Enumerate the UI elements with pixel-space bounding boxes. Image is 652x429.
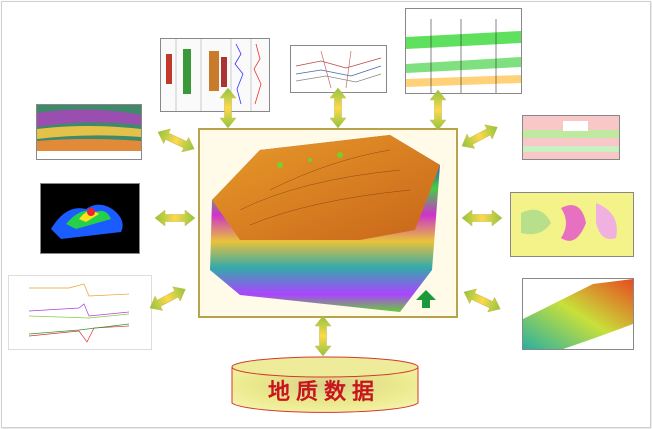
seismic-section: [36, 104, 142, 160]
attribute-map-yellow: [510, 192, 634, 257]
3d-geological-model: [198, 128, 458, 318]
double-arrow-icon: [145, 281, 190, 316]
double-arrow-icon: [219, 87, 237, 129]
cross-section-lines: [290, 45, 387, 93]
double-arrow-icon: [154, 209, 196, 227]
double-arrow-icon: [461, 209, 503, 227]
double-arrow-icon: [154, 124, 198, 157]
double-arrow-icon: [460, 284, 504, 317]
double-arrow-icon: [314, 315, 332, 357]
double-arrow-icon: [329, 87, 347, 129]
3d-surface-black: [40, 183, 140, 254]
database-cylinder: [231, 356, 419, 413]
database-label: 地质数据: [267, 380, 380, 405]
gradient-map-green-red: [522, 278, 634, 350]
double-arrow-icon: [429, 89, 447, 131]
double-arrow-icon: [457, 119, 502, 154]
well-log-panel: [160, 38, 270, 112]
facies-section: [522, 115, 620, 160]
log-curves-chart: [8, 275, 152, 350]
well-correlation: [405, 8, 522, 94]
